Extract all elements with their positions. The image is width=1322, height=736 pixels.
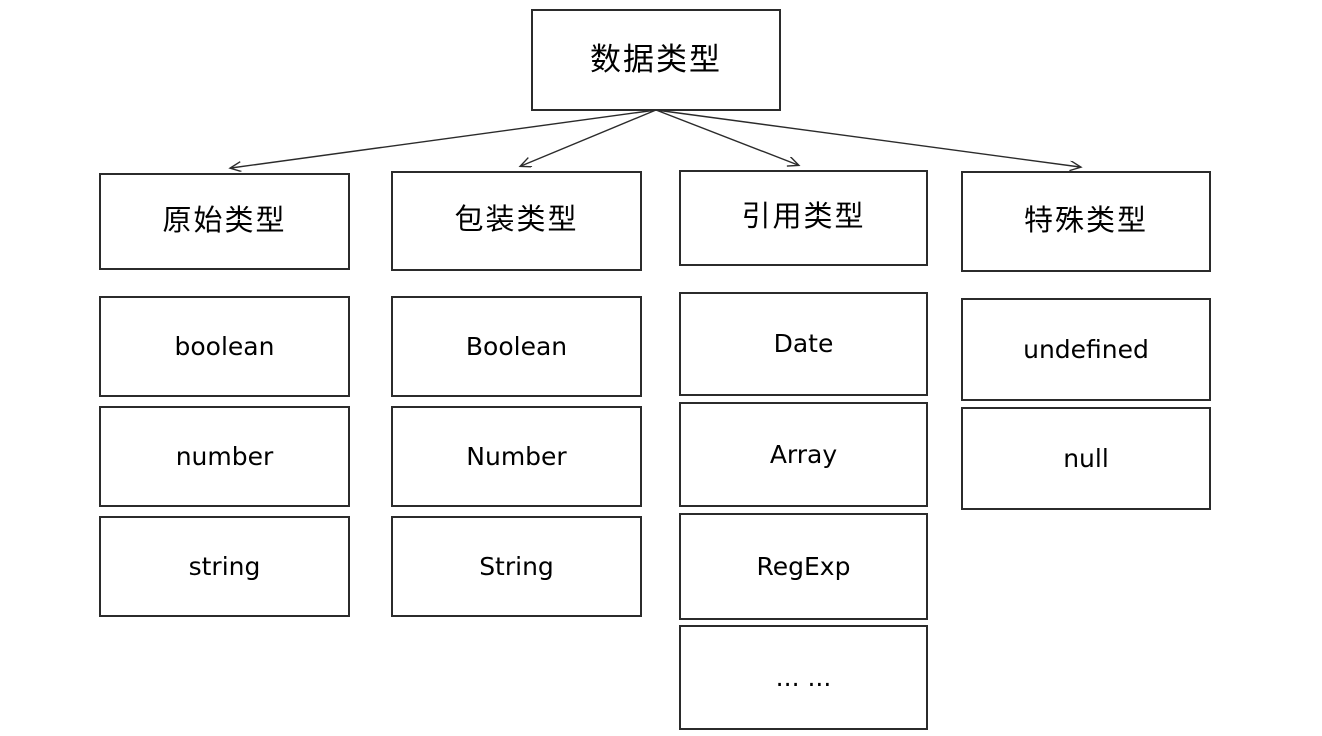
edge-to-primitive — [231, 109, 657, 168]
category-node-special[interactable]: 特殊类型 — [961, 171, 1211, 272]
leaf-node-boolean[interactable]: boolean — [99, 296, 350, 397]
leaf-label: undefined — [1023, 334, 1149, 364]
leaf-node-undefined[interactable]: undefined — [961, 298, 1211, 401]
leaf-label: RegExp — [756, 551, 851, 581]
leaf-label: Boolean — [465, 331, 568, 361]
edge-to-reference — [655, 109, 798, 165]
category-label-wrapper: 包装类型 — [454, 204, 579, 237]
category-label-reference: 引用类型 — [741, 201, 866, 234]
category-node-wrapper[interactable]: 包装类型 — [391, 171, 642, 271]
leaf-node-ellipsis[interactable]: ... ... — [679, 625, 928, 730]
leaf-node-array[interactable]: Array — [679, 402, 928, 507]
leaf-node-regexp[interactable]: RegExp — [679, 513, 928, 620]
leaf-label: null — [1063, 443, 1109, 473]
category-node-primitive[interactable]: 原始类型 — [99, 173, 350, 270]
leaf-label: String — [479, 551, 554, 581]
leaf-label: number — [175, 441, 274, 471]
leaf-label: string — [188, 551, 261, 581]
leaf-label: boolean — [174, 331, 275, 361]
leaf-node-number[interactable]: number — [99, 406, 350, 507]
edge-to-wrapper — [521, 109, 657, 166]
category-label-special: 特殊类型 — [1023, 204, 1148, 237]
root-node-data-types[interactable]: 数据类型 — [531, 9, 781, 111]
leaf-node-string[interactable]: string — [99, 516, 350, 617]
leaf-node-boolean-wrapper[interactable]: Boolean — [391, 296, 642, 397]
edge-to-special — [655, 109, 1080, 167]
leaf-label: Number — [466, 441, 567, 471]
category-node-reference[interactable]: 引用类型 — [679, 170, 928, 266]
leaf-label: ... ... — [775, 662, 832, 692]
root-node-label: 数据类型 — [590, 41, 722, 77]
leaf-label: Date — [773, 329, 834, 359]
leaf-label: Array — [769, 439, 838, 469]
leaf-node-date[interactable]: Date — [679, 292, 928, 396]
leaf-node-null[interactable]: null — [961, 407, 1211, 510]
leaf-node-string-wrapper[interactable]: String — [391, 516, 642, 617]
leaf-node-number-wrapper[interactable]: Number — [391, 406, 642, 507]
category-label-primitive: 原始类型 — [162, 204, 287, 237]
